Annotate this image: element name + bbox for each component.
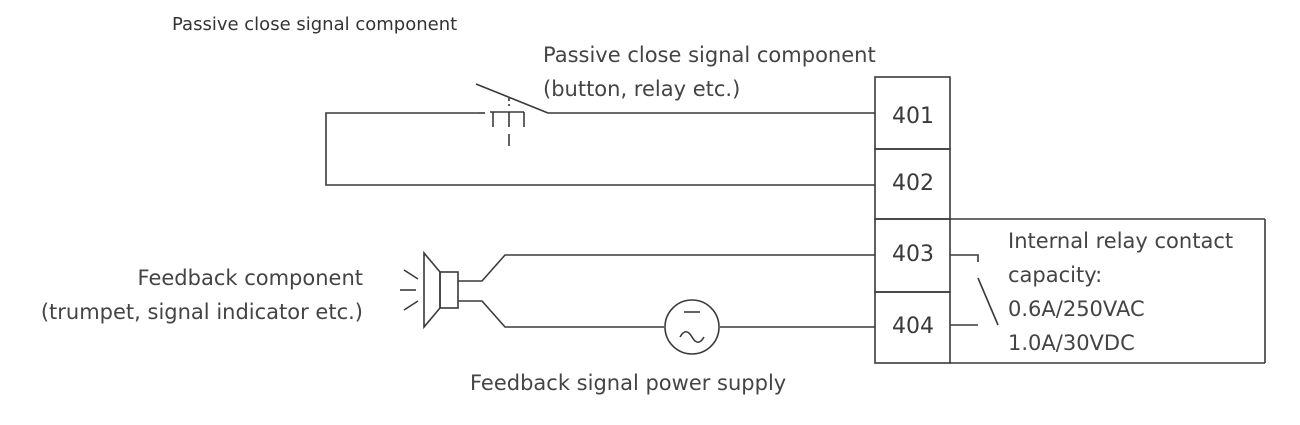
relay-note-line3: 0.6A/250VAC (1008, 297, 1145, 321)
switch-label-line1: Passive close signal component (543, 43, 876, 67)
relay-note-line1: Internal relay contact (1008, 229, 1234, 253)
switch-label: Passive close signal component (button, … (543, 38, 876, 106)
power-label: Feedback signal power supply (470, 371, 787, 395)
feedback-circuit (400, 250, 875, 355)
terminal-401-label: 401 (892, 104, 934, 129)
terminal-403-label: 403 (892, 242, 934, 267)
ac-source-icon (664, 299, 720, 355)
switch-label-line2: (button, relay etc.) (543, 77, 741, 101)
normally-open-switch-icon (475, 83, 549, 146)
feedback-label-line2: (trumpet, signal indicator etc.) (40, 300, 363, 324)
terminal-402-label: 402 (892, 171, 934, 196)
speaker-icon (400, 250, 459, 330)
relay-contact-icon (950, 254, 999, 326)
relay-note-line4: 1.0A/30VDC (1008, 331, 1135, 355)
wire-402 (325, 112, 875, 186)
relay-note-box (950, 218, 1266, 364)
relay-note: Internal relay contact capacity: 0.6A/25… (1008, 224, 1233, 360)
feedback-label: Feedback component (trumpet, signal indi… (41, 261, 363, 329)
wire-403 (458, 254, 875, 282)
relay-note-line2: capacity: (1008, 263, 1103, 287)
feedback-label-line1: Feedback component (137, 266, 363, 290)
page-title: Passive close signal component (172, 14, 458, 35)
terminal-404-label: 404 (892, 314, 934, 339)
wire-404-left (458, 300, 664, 328)
passive-switch-circuit (325, 83, 875, 186)
